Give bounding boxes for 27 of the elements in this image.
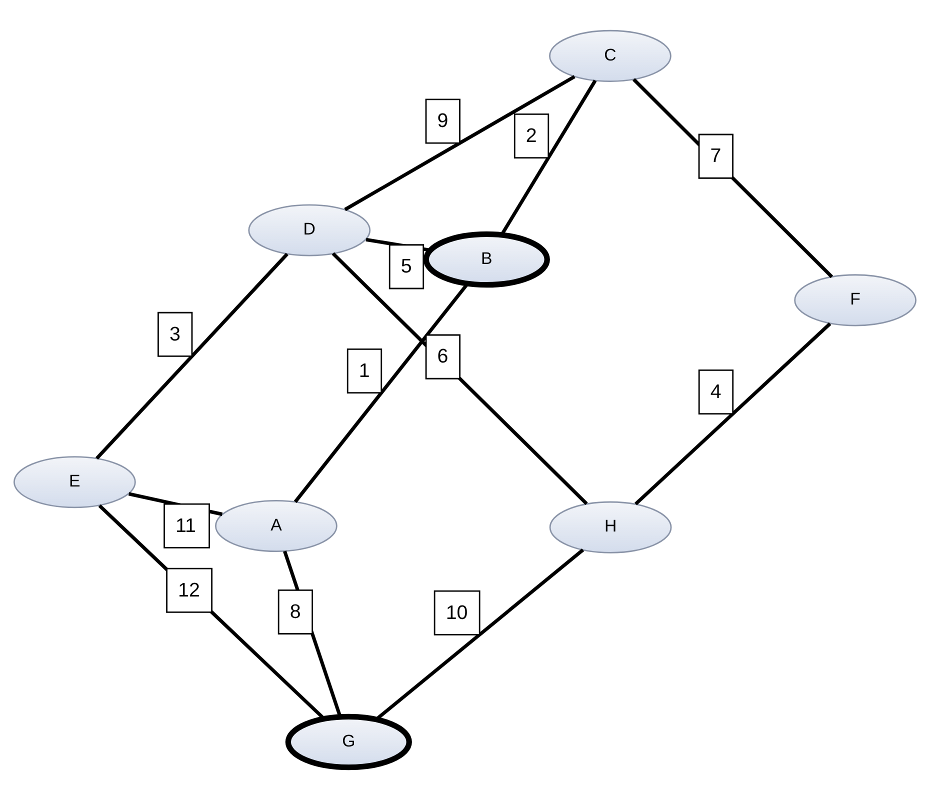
edge-label: 10 [446,602,468,624]
edge-label: 12 [178,579,200,602]
node-ellipse: B [423,231,550,288]
edge-label: 5 [400,256,412,278]
connector [294,282,469,503]
edge-label: 1 [358,360,370,382]
edge-label: 2 [526,124,537,147]
node-ellipse: D [248,204,371,256]
node-ellipse: F [794,274,916,326]
edge-label: 3 [169,323,180,346]
node-ellipse: G [285,714,412,770]
node-ellipse: H [549,501,672,554]
node-ellipse: E [14,456,136,508]
edge-label: 6 [437,346,448,368]
connector [366,238,430,252]
connector [634,322,832,506]
edge-label: 4 [710,380,722,403]
node-ellipse: C [549,30,672,82]
connector [500,80,597,236]
edge-label: 11 [176,514,196,537]
edge-label: 9 [437,110,448,132]
connector [95,252,288,460]
connector [344,75,576,212]
edge-label: 7 [710,145,722,168]
connector [375,548,584,721]
edge-label: 8 [290,600,301,623]
node-ellipse: A [215,500,338,552]
